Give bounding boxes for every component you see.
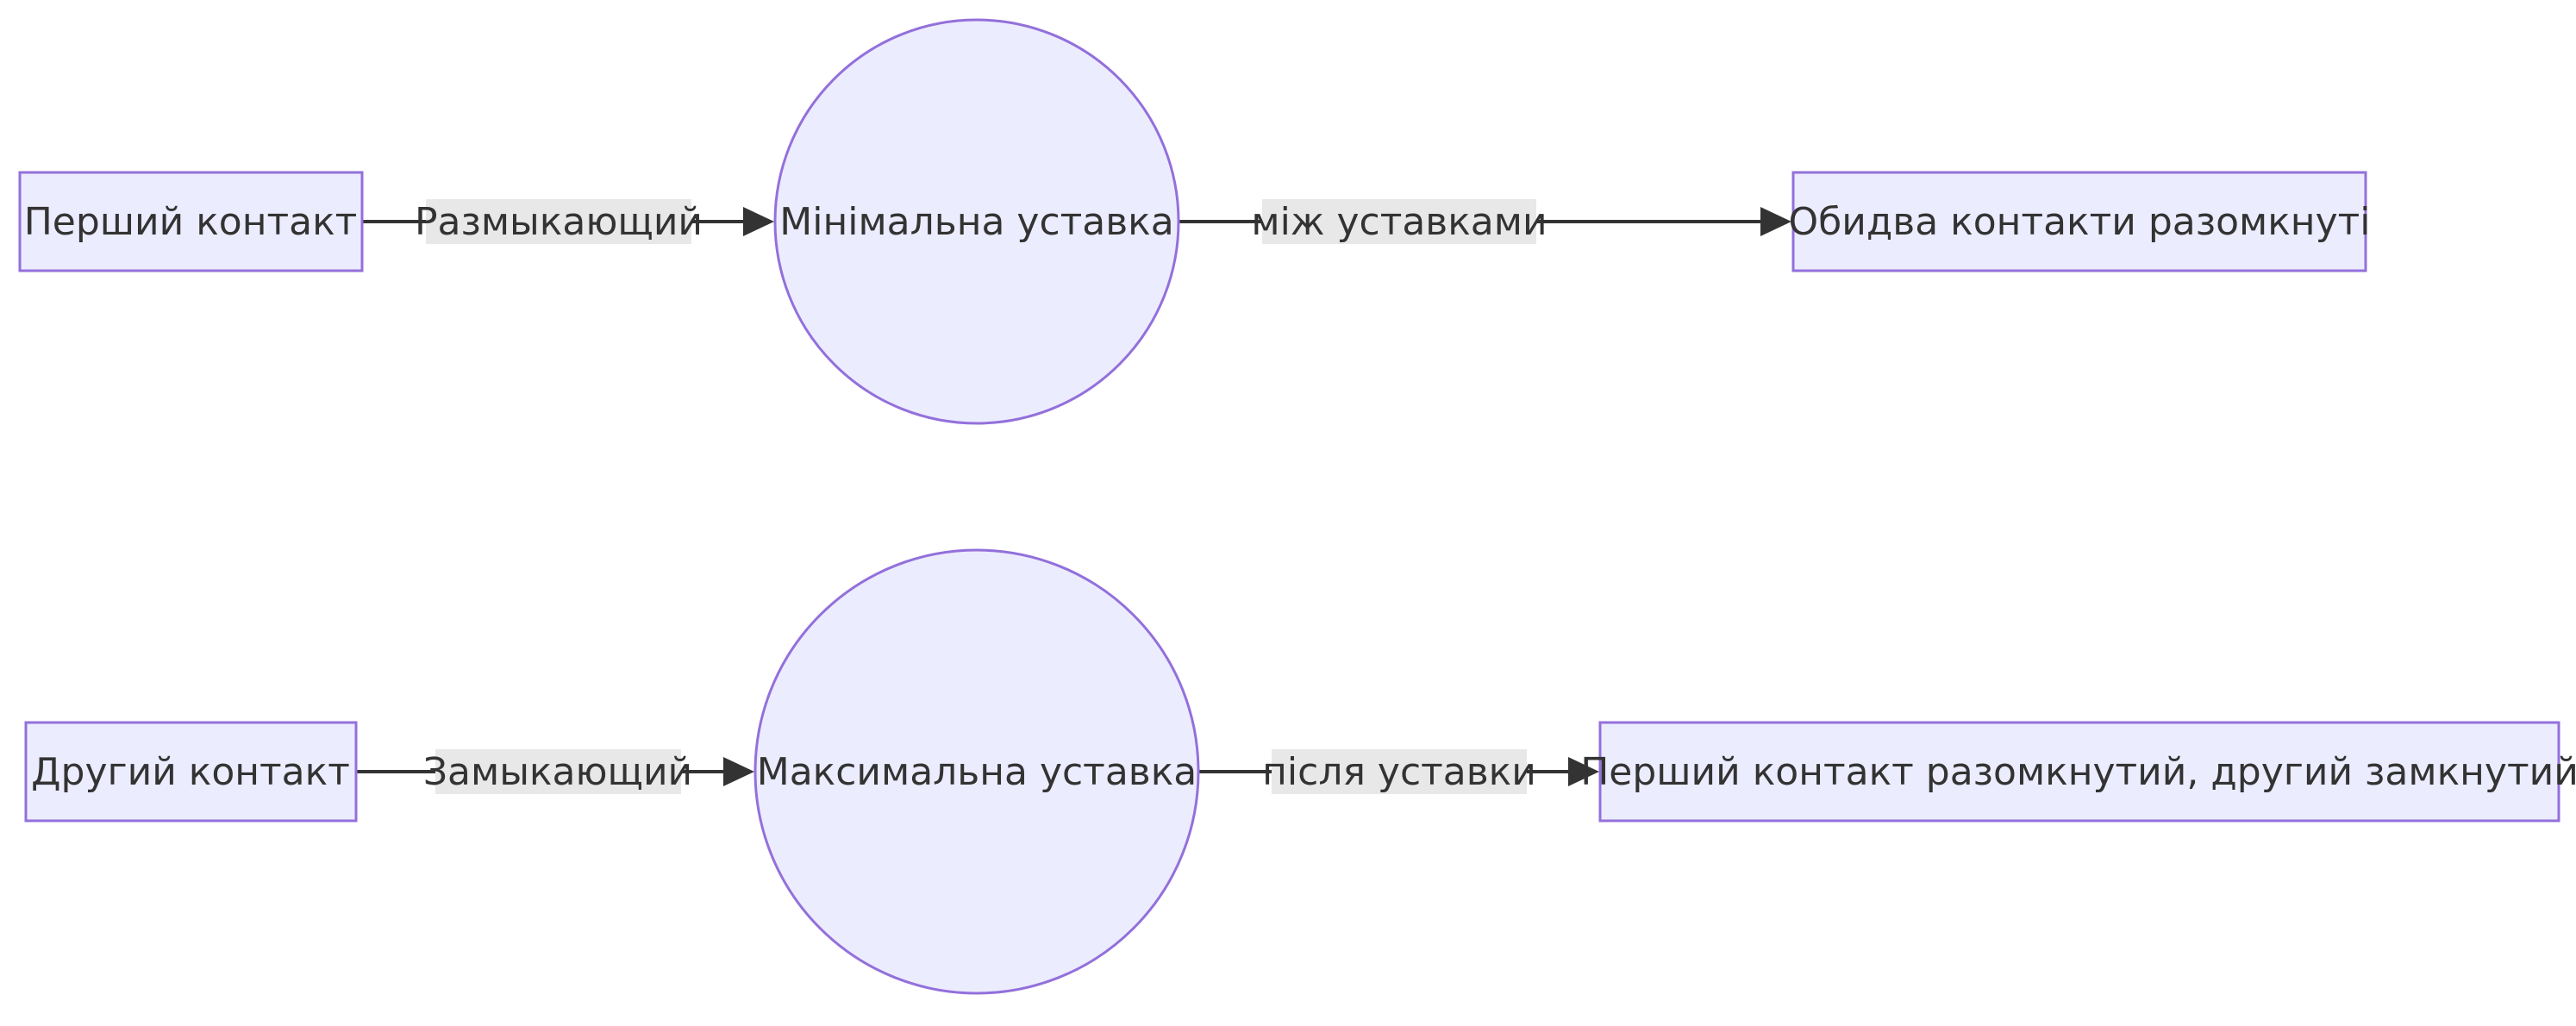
arrowhead-icon [723, 757, 754, 786]
edge-label-between-setpoints: між уставками [1251, 199, 1547, 244]
arrowhead-icon [1760, 207, 1791, 236]
node-first-contact-label: Перший контакт [24, 200, 358, 244]
arrowhead-icon [743, 207, 774, 236]
node-second-contact: Другий контакт [24, 721, 358, 823]
node-max-setpoint: Максимальна уставка [753, 548, 1200, 995]
node-first-open-second-closed: Перший контакт разомкнутий, другий замкн… [1580, 721, 2576, 823]
node-min-setpoint: Мінімальна уставка [773, 18, 1180, 425]
edge-label-closing-text: Замыкающий [423, 750, 692, 794]
edge-label-closing: Замыкающий [423, 749, 692, 794]
node-min-setpoint-label: Мінімальна уставка [779, 200, 1173, 244]
node-first-contact: Перший контакт [18, 171, 364, 272]
node-max-setpoint-label: Максимальна уставка [757, 750, 1197, 794]
edge-label-between-setpoints-text: між уставками [1251, 200, 1547, 244]
node-both-contacts-open: Обидва контакти разомкнуті [1789, 171, 2371, 272]
node-second-contact-label: Другий контакт [31, 750, 350, 794]
edge-label-after-setpoint-text: після уставки [1262, 750, 1536, 794]
node-both-contacts-open-label: Обидва контакти разомкнуті [1789, 200, 2371, 244]
edge-label-opening-text: Размыкающий [415, 200, 703, 244]
edge-label-opening: Размыкающий [415, 199, 703, 244]
node-first-open-second-closed-label: Перший контакт разомкнутий, другий замкн… [1580, 750, 2576, 794]
arrowhead-icon [1568, 757, 1599, 786]
edge-label-after-setpoint: після уставки [1262, 749, 1536, 794]
